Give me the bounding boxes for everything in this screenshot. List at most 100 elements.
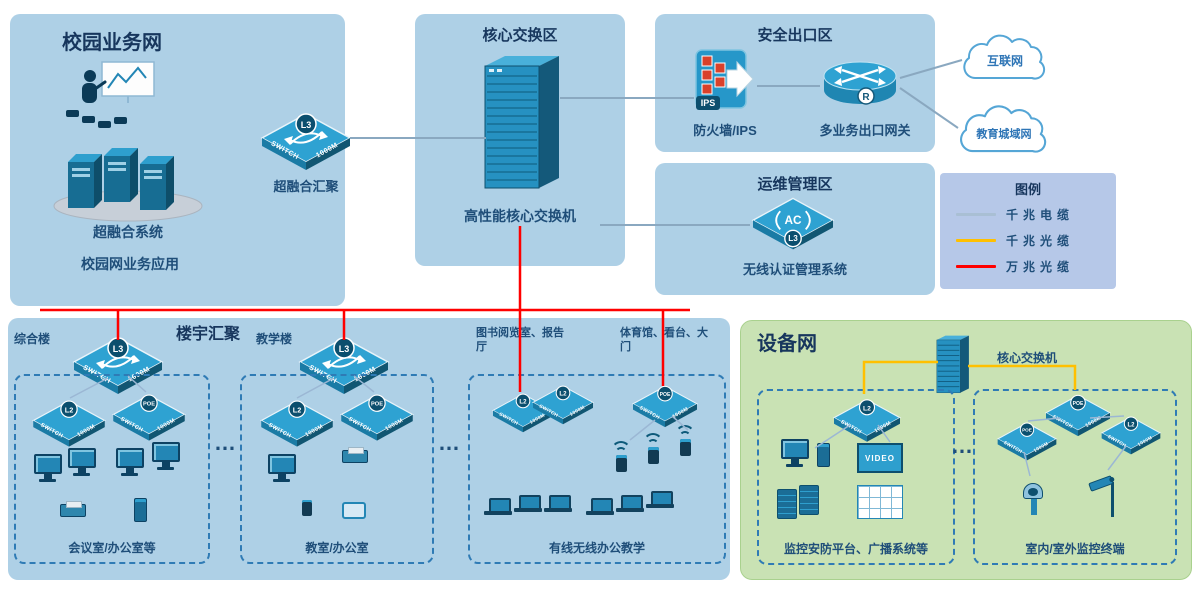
firewall-label: 防火墙/IPS <box>693 123 757 138</box>
legend-copper-swatch <box>956 213 996 216</box>
tablet-icon <box>342 502 366 519</box>
core-switch-label: 高性能核心交换机 <box>464 208 576 224</box>
desktop-monitor-icon <box>268 454 296 482</box>
pc-tower-icon <box>134 498 147 522</box>
desktop-monitor-icon <box>68 448 96 476</box>
campus-business-network-panel: 校园业务网 <box>10 14 352 306</box>
group3-name-a: 图书阅览室、报告厅 <box>476 327 564 354</box>
device-left-caption: 监控安防平台、广播系统等 <box>783 542 928 556</box>
matrix-grid-icon <box>857 485 903 519</box>
pc-tower-icon <box>817 443 830 467</box>
firewall-ips-icon: IPS <box>695 49 754 110</box>
svg-text:L2: L2 <box>559 391 567 398</box>
printer-icon <box>60 501 86 517</box>
ops-panel-title: 运维管理区 <box>757 176 833 193</box>
group2-name: 教学楼 <box>256 332 293 346</box>
education-wan-cloud: 教育城域网 <box>960 105 1047 153</box>
phone-icon <box>302 500 312 516</box>
group2-caption: 教室/办公室 <box>305 541 369 555</box>
svg-text:L2: L2 <box>863 405 871 412</box>
presenter-classroom-icon <box>66 61 155 128</box>
legend-fiber1g-swatch <box>956 239 996 242</box>
laptop-icon <box>586 498 614 515</box>
aggregation-label: 超融合汇聚 <box>273 179 339 194</box>
core-switch-area-panel: 核心交换区 高性能核心交换机 <box>415 14 625 266</box>
svg-text:教育城域网: 教育城域网 <box>975 126 1031 140</box>
ellipsis: … <box>951 433 973 458</box>
device-network-title: 设备网 <box>757 333 817 355</box>
svg-text:L3: L3 <box>113 344 124 354</box>
dome-camera-icon <box>1023 483 1043 515</box>
internet-cloud: 互联网 <box>963 34 1046 80</box>
wireless-terminal-icon <box>674 424 696 456</box>
security-exit-area-panel: 安全出口区 IPS 防火墙/IPS R 多业务出口网关 <box>655 14 935 152</box>
hyper-converged-servers-icon <box>53 148 203 222</box>
wireless-auth-label: 无线认证管理系统 <box>742 262 847 277</box>
exit-gateway-router-icon: R <box>823 61 897 105</box>
security-panel-title: 安全出口区 <box>757 27 833 44</box>
bullet-camera-icon <box>1088 475 1123 517</box>
group1-name: 综合楼 <box>14 332 51 346</box>
desktop-monitor-icon <box>116 448 144 476</box>
poe-switch-icon: POE SWITCH 1000M <box>996 422 1058 461</box>
svg-text:POE: POE <box>371 402 383 408</box>
group3-name-b: 体育馆、看台、大门 <box>620 327 708 354</box>
laptop-icon <box>544 495 572 512</box>
svg-text:IPS: IPS <box>701 98 716 108</box>
gateway-label: 多业务出口网关 <box>819 123 911 138</box>
svg-text:L3: L3 <box>301 120 312 130</box>
l2-switch-icon: L2 SWITCH 1000M <box>531 385 595 425</box>
printer-icon <box>342 447 368 463</box>
desktop-monitor-icon <box>34 454 62 482</box>
building-aggregation-title: 楼宇汇聚 <box>176 326 241 343</box>
aggregation-l3-switch-icon: L3 SWITCH 1000M <box>260 113 352 170</box>
ops-management-area-panel: 运维管理区 AC L3 无线认证管理系统 <box>655 163 935 295</box>
legend-title: 图例 <box>1014 182 1041 197</box>
group3-caption: 有线无线办公教学 <box>548 541 645 555</box>
ellipsis: … <box>438 430 460 455</box>
monitoring-terminal-group: POE SWITCH 1000M POE SWITCH 1000M L2 SWI… <box>973 389 1177 565</box>
core-switch-tower-icon <box>484 56 559 189</box>
surveillance-platform-group: L2 SWITCH 1000M VIDEO 监控安防平台、广播系统等 <box>757 389 955 565</box>
l2-switch-icon: L2 SWITCH 1000M <box>31 400 107 447</box>
wireless-terminal-icon <box>642 432 664 464</box>
svg-text:L2: L2 <box>65 405 74 414</box>
teaching-building-access-group: L2 SWITCH 1000M POE SWITCH 1000M 教室/办公室 <box>240 374 434 564</box>
poe-switch-icon: POE SWITCH 1000M <box>339 394 415 441</box>
campus-app-label: 校园网业务应用 <box>81 256 179 272</box>
svg-text:POE: POE <box>1073 401 1084 407</box>
device-core-switch-label: 核心交换机 <box>997 351 1058 365</box>
svg-text:L2: L2 <box>293 405 302 414</box>
l2-switch-icon: L2 SWITCH 1000M <box>259 400 335 447</box>
device-network-panel: 设备网 核心交换机 L2 SWITCH 1000M <box>740 320 1192 580</box>
l2-switch-icon: L2 SWITCH 1000M <box>832 399 902 442</box>
poe-switch-icon: POE SWITCH 1000M <box>631 385 699 428</box>
svg-text:L2: L2 <box>1127 422 1135 428</box>
office-building-access-group: L2 SWITCH 1000M POE SWITCH 1000M 会议室/办公室… <box>14 374 210 564</box>
svg-text:L2: L2 <box>519 399 527 406</box>
laptop-icon <box>616 495 644 512</box>
ac-controller-icon: AC L3 <box>751 197 835 250</box>
svg-text:POE: POE <box>1022 428 1032 433</box>
svg-text:互联网: 互联网 <box>987 54 1023 68</box>
wireless-terminal-icon <box>610 440 632 472</box>
laptop-icon <box>484 498 512 515</box>
l2-switch-icon: L2 SWITCH 1000M <box>1100 416 1162 455</box>
device-right-caption: 室内/室外监控终端 <box>1025 542 1125 556</box>
ellipsis: … <box>214 430 236 455</box>
wired-wireless-access-group: L2 SWITCH 1000M L2 SWITCH 1000M POE SWIT… <box>468 374 726 564</box>
svg-text:POE: POE <box>660 392 671 398</box>
legend-panel: 图例 千兆电缆 千兆光缆 万兆光缆 <box>940 173 1116 289</box>
server-stack-icon <box>799 485 819 515</box>
legend-fiber10g-swatch <box>956 265 996 268</box>
video-wall-icon: VIDEO <box>857 443 903 473</box>
campus-panel-title: 校园业务网 <box>62 32 162 54</box>
laptop-icon <box>514 495 542 512</box>
server-stack-icon <box>777 489 797 519</box>
svg-text:L3: L3 <box>339 344 350 354</box>
svg-text:L3: L3 <box>788 234 798 243</box>
poe-switch-icon: POE SWITCH 1000M <box>111 394 187 441</box>
svg-text:POE: POE <box>143 402 155 408</box>
device-core-switch-tower-icon <box>936 335 969 394</box>
